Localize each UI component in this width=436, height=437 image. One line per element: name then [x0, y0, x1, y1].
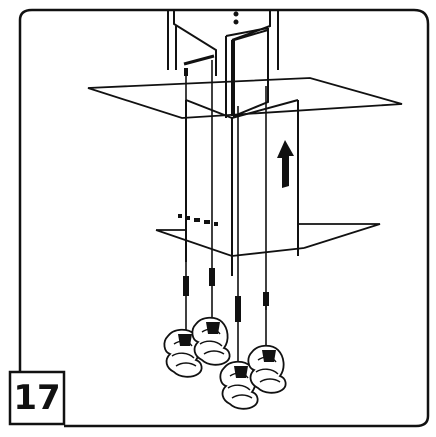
vent-slots: [178, 214, 218, 226]
step-number: 17: [13, 378, 61, 418]
ceiling-plane-upper: [87, 77, 403, 119]
up-arrow-icon: [277, 140, 294, 188]
fastener-icon: [183, 268, 269, 322]
upper-bracket: [167, 10, 279, 118]
chimney-cover: [185, 99, 299, 276]
frame-border: [18, 8, 430, 428]
hanging-cables: [185, 60, 267, 310]
hand-icon: [163, 316, 287, 410]
step-number-box: [8, 370, 66, 426]
ceiling-plane-lower: [155, 223, 381, 257]
